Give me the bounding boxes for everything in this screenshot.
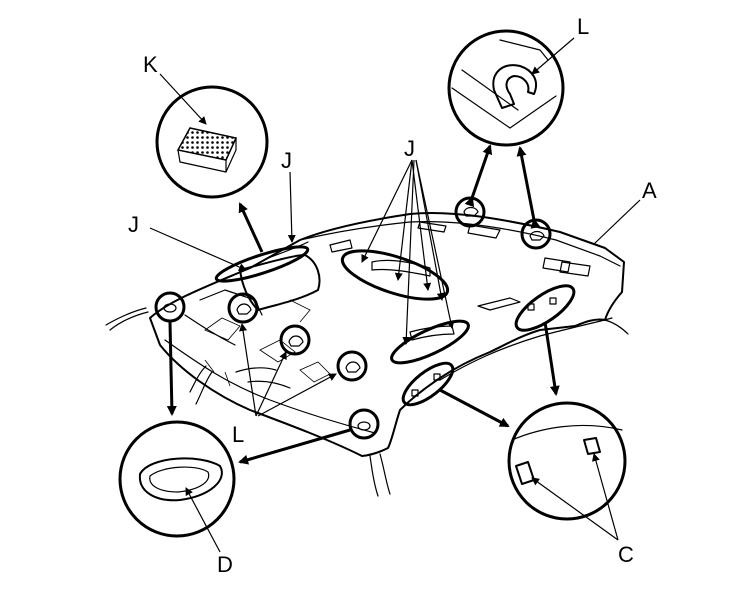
label-l-bottom: L xyxy=(232,422,244,447)
label-j-left: J xyxy=(128,212,139,237)
callout-outlines xyxy=(154,196,576,440)
label-j-right: J xyxy=(404,136,415,161)
callout-labels: K L A J J J L D C xyxy=(128,14,657,577)
j-strip-right-callout xyxy=(390,319,470,365)
l-clip-1-callout xyxy=(227,292,259,324)
c-clip-right-icon xyxy=(583,437,601,455)
l-clip-3-callout xyxy=(336,350,368,382)
leader-lines xyxy=(149,37,641,553)
label-l-top: L xyxy=(577,14,589,39)
c-clip-rear-callout xyxy=(514,284,576,332)
d-clip-front-callout xyxy=(348,408,380,440)
label-c: C xyxy=(618,542,634,567)
c-clip-front-callout xyxy=(401,361,455,407)
d-clip-outer-icon xyxy=(138,457,223,502)
headliner-panel xyxy=(105,211,629,497)
zoom-c xyxy=(507,401,627,521)
j-strip-left-callout xyxy=(214,245,310,283)
zoom-l-top xyxy=(447,29,565,147)
d-clip-left-callout xyxy=(154,291,186,323)
zoom-k xyxy=(155,85,269,199)
l-clip-2-callout xyxy=(279,324,311,356)
label-k: K xyxy=(143,52,158,77)
l-clip-top-right-callout xyxy=(520,218,552,250)
zoom-d xyxy=(118,420,236,538)
l-clip-top-icon xyxy=(492,64,538,109)
l-clip-top-left-callout xyxy=(454,196,486,228)
label-a: A xyxy=(642,178,657,203)
label-j-mid: J xyxy=(281,148,292,173)
label-d: D xyxy=(217,552,233,577)
zoom-arrows xyxy=(166,144,560,465)
